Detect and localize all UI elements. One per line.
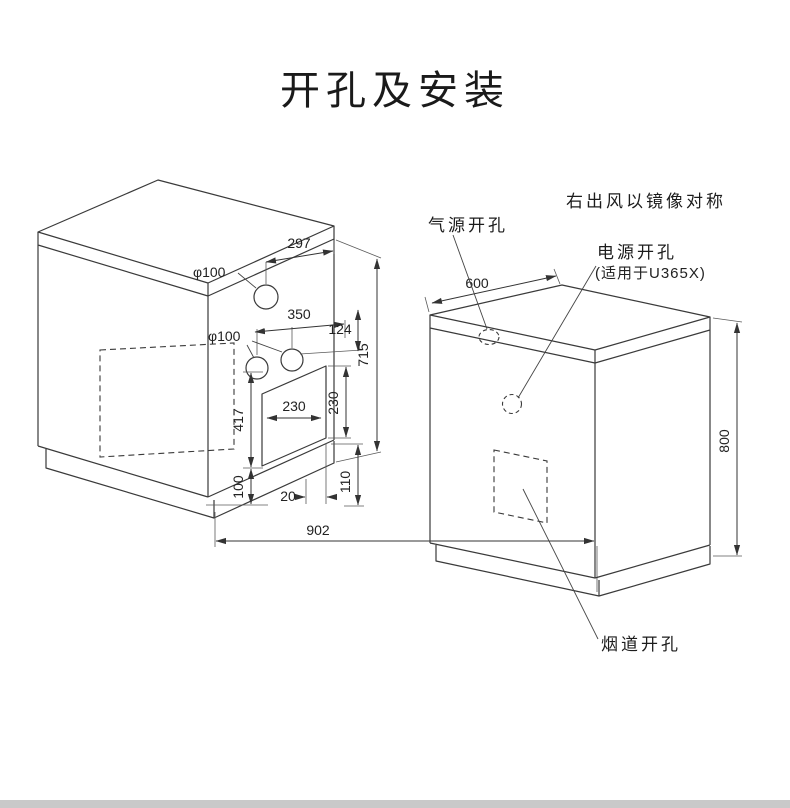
left-unit-hidden-cavity — [99, 342, 235, 458]
phi100-mid-leader — [246, 340, 283, 359]
gas-hole-label: 气源开孔 — [428, 216, 508, 235]
dim-297: 297 — [287, 235, 311, 251]
right-unit-plinth — [435, 545, 711, 597]
dim-417: 417 — [230, 408, 246, 432]
left-unit-countertop-edges — [37, 226, 335, 297]
right-unit-body-edges — [429, 328, 711, 579]
dim-20: 20 — [280, 488, 296, 504]
dim-230w: 230 — [282, 398, 306, 414]
left-unit-mid-hole-right — [280, 348, 304, 372]
footer-bar — [0, 800, 790, 808]
dim-600-line — [431, 275, 557, 304]
dim-20-extension — [305, 443, 327, 504]
dim-230h-extension — [328, 365, 351, 439]
left-unit-top-face — [37, 179, 335, 284]
dim-715: 715 — [355, 343, 371, 367]
dim-350: 350 — [287, 306, 311, 322]
power-hole-leader — [517, 265, 597, 399]
dim-110-extension — [331, 443, 364, 507]
dim-124: 124 — [328, 321, 352, 337]
power-hole-outline — [501, 393, 523, 415]
dim-902: 902 — [306, 522, 330, 538]
dim-297-line — [265, 249, 334, 264]
gas-hole-outline — [478, 328, 500, 346]
power-hole-label: 电源开孔 — [597, 243, 677, 262]
dim-417-extension — [243, 371, 263, 469]
flue-hole-leader — [522, 488, 599, 640]
spacing-dimension: 902 — [214, 512, 598, 592]
left-unit-top-hole — [253, 284, 279, 310]
right-unit-countertop-edges — [429, 315, 711, 364]
left-unit-body-edges — [37, 239, 335, 498]
dim-110: 110 — [337, 471, 353, 494]
dim-902-extension — [214, 512, 598, 592]
dim-124-extension — [299, 349, 363, 355]
dim-600-extension — [424, 268, 561, 313]
power-hole-note: (适用于U365X) — [595, 265, 706, 282]
dim-297-extension — [265, 240, 335, 284]
flue-cutout-outline — [493, 449, 548, 524]
flue-hole-label: 烟道开孔 — [601, 635, 681, 654]
left-unit-cutout-box — [261, 365, 327, 467]
dim-600: 600 — [465, 275, 489, 291]
gas-hole-leader — [452, 234, 488, 330]
dim-800-extension — [712, 317, 743, 557]
dim-100: 100 — [230, 475, 246, 499]
left-unit-plinth — [45, 441, 335, 519]
phi100-top-label: φ100 — [193, 264, 226, 280]
phi100-mid-label: φ100 — [208, 328, 241, 344]
dim-230h: 230 — [325, 391, 341, 415]
phi100-top-leader — [237, 272, 257, 289]
dim-800: 800 — [716, 429, 732, 453]
mirror-note-label: 右出风以镜像对称 — [566, 192, 726, 211]
page-title: 开孔及安装 — [280, 69, 510, 113]
left-unit-drawing: 297 φ100 350 φ100 124 715 417 — [37, 179, 382, 519]
right-unit-drawing: 600 800 气源开孔 右出风以镜像对称 电源开孔 (适用于U365X) 烟道… — [424, 192, 743, 654]
dim-350-line — [254, 321, 345, 335]
left-unit-mid-hole-left — [245, 356, 269, 380]
